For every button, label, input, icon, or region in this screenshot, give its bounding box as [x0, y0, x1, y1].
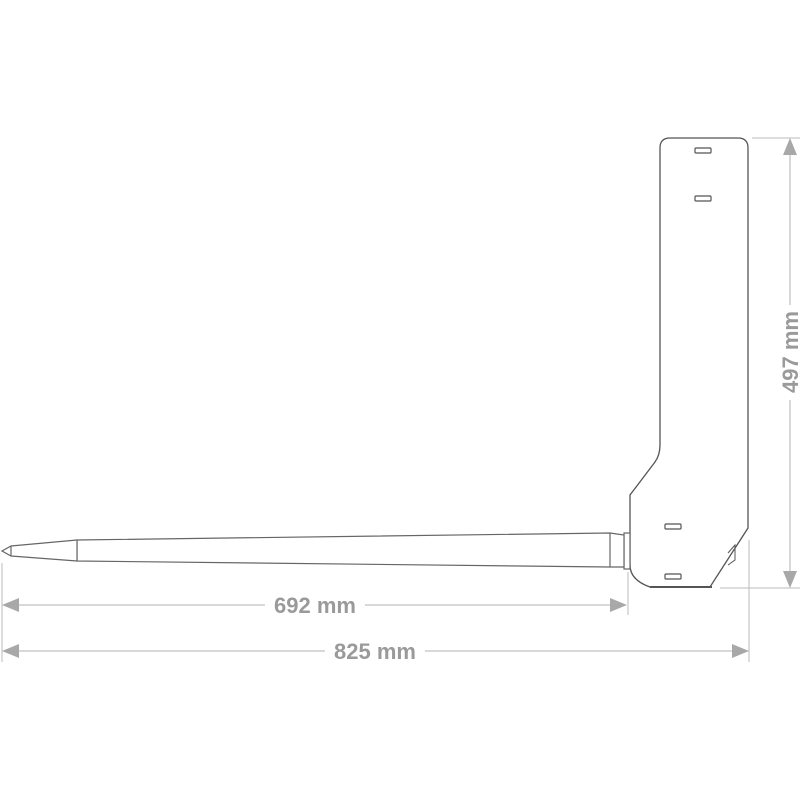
dimension-label-height: 497 mm	[778, 311, 800, 393]
arrow-left-icon	[2, 598, 19, 612]
plate-slots	[664, 147, 712, 580]
rear-bracket	[650, 543, 736, 588]
arrow-up-icon	[783, 138, 797, 155]
arrow-down-icon	[783, 571, 797, 588]
slot-bottom-1	[664, 523, 682, 530]
arrow-right-icon	[732, 644, 749, 658]
arrow-right-icon	[610, 598, 627, 612]
slot-bottom-2	[664, 573, 682, 580]
dimension-692: 692 mm	[2, 593, 627, 618]
dimension-label-total-length: 825 mm	[334, 639, 416, 664]
slot-top-2	[694, 195, 712, 202]
tine-collar	[623, 532, 631, 570]
extension-lines	[1, 137, 800, 662]
slot-top-1	[694, 147, 712, 154]
spear-tine	[0, 532, 631, 570]
carrier-plate	[629, 137, 749, 588]
dimension-825: 825 mm	[2, 639, 749, 664]
dimension-497: 497 mm	[778, 138, 800, 588]
arrow-left-icon	[2, 644, 19, 658]
dimension-label-fork-length: 692 mm	[274, 593, 356, 618]
